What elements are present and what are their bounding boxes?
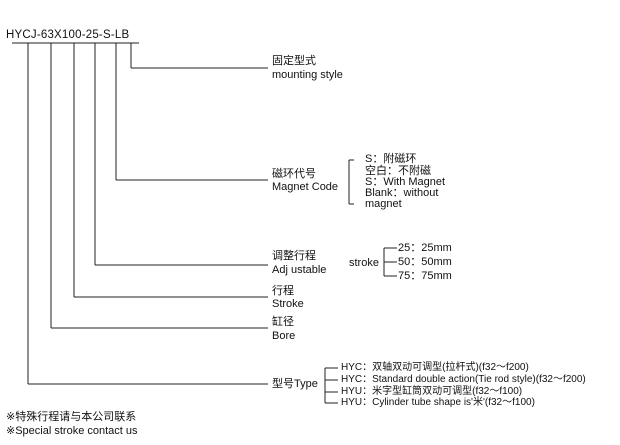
- type-option: HYC：双轴双动可调型(拉杆式)(f32～f200): [341, 362, 529, 373]
- type-option: HYC：Standard double action(Tie rod style…: [341, 374, 586, 385]
- adjustable-option: 75：75mm: [398, 270, 452, 282]
- magnet-option: Blank：without: [365, 187, 439, 199]
- adjustable-cn: 调整行程: [272, 250, 316, 262]
- adjustable-option: 25：25mm: [398, 242, 452, 254]
- magnet-en: Magnet Code: [272, 181, 339, 193]
- mounting-cn: 固定型式: [272, 55, 316, 67]
- stroke-cn: 行程: [272, 285, 294, 297]
- type-option: HYU：Cylinder tube shape is'米'(f32～f100): [341, 397, 535, 408]
- magnet-option: S：附磁环: [365, 153, 417, 165]
- bore-cn: 缸径: [272, 316, 294, 328]
- model-code: HYCJ-63X100-25-S-LB: [6, 29, 130, 41]
- bore-en: Bore: [272, 330, 296, 342]
- note-en: ※Special stroke contact us: [6, 425, 138, 437]
- magnet-cn: 磁环代号: [272, 168, 316, 180]
- type-option: HYU：米字型缸筒双动可调型(f32～f100): [341, 386, 523, 397]
- adjustable-stroke-label: stroke: [349, 257, 379, 269]
- mounting-en: mounting style: [272, 69, 343, 81]
- stroke-en: Stroke: [272, 298, 304, 310]
- magnet-option: magnet: [365, 198, 402, 210]
- type-label: 型号Type: [272, 378, 318, 390]
- adjustable-en: Adj ustable: [272, 264, 327, 276]
- adjustable-option: 50：50mm: [398, 256, 452, 268]
- note-cn: ※特殊行程请与本公司联系: [6, 411, 137, 423]
- magnet-option: S：With Magnet: [365, 176, 446, 188]
- magnet-option: 空白：不附磁: [365, 165, 431, 177]
